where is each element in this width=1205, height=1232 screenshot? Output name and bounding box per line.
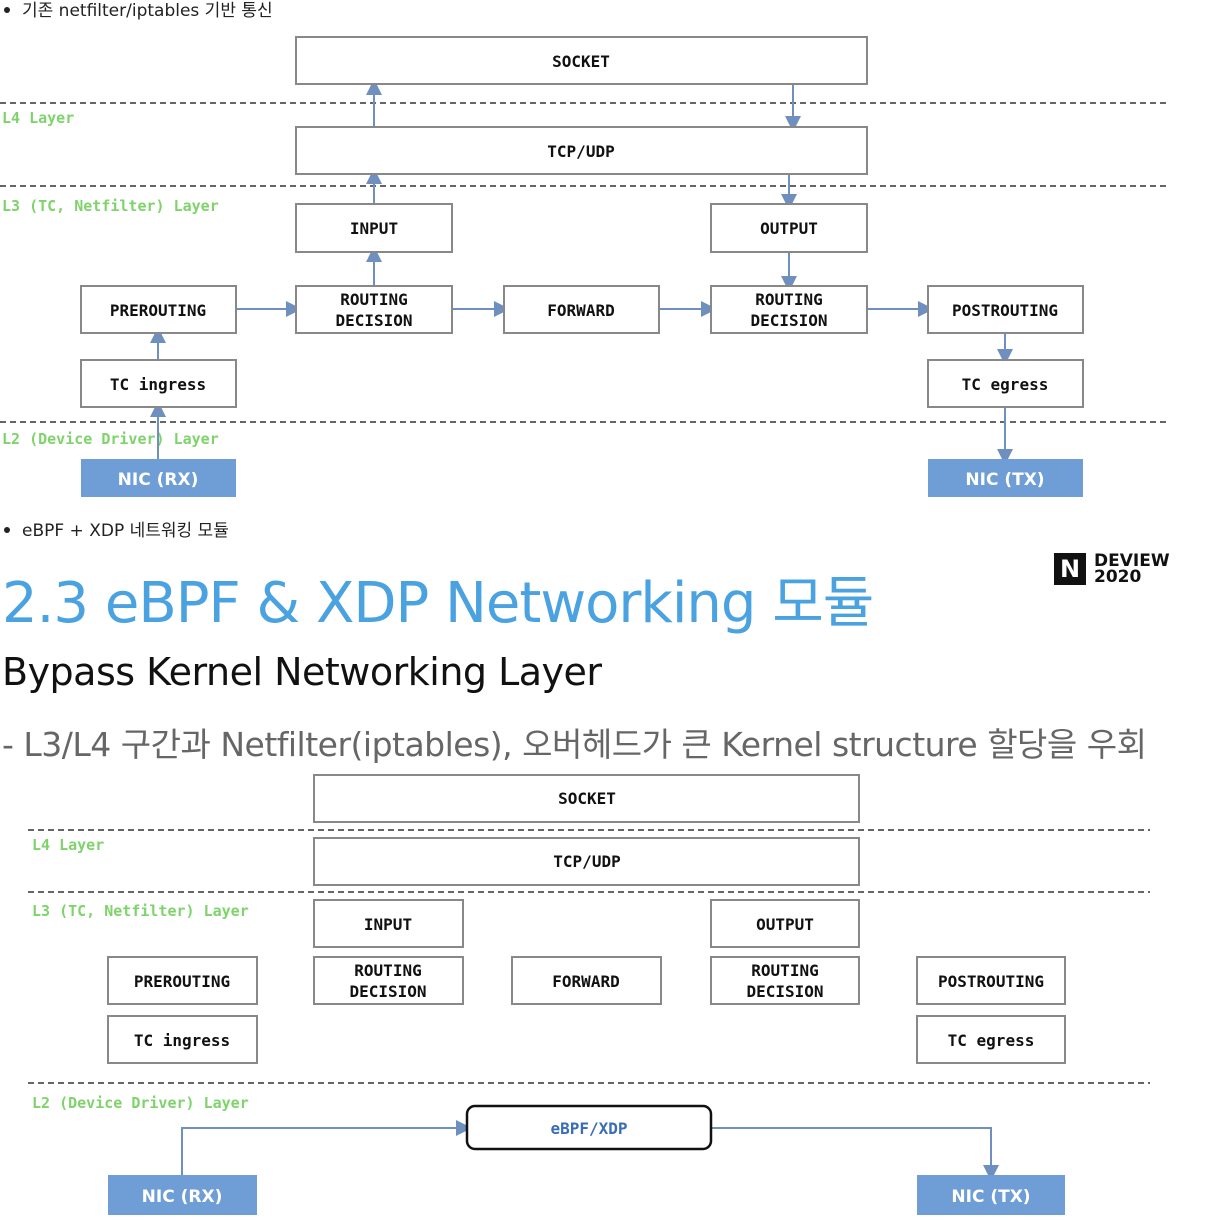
logo-line1: DEVIEW: [1094, 551, 1170, 571]
svg-text:PREROUTING: PREROUTING: [110, 301, 206, 320]
svg-text:TCP/UDP: TCP/UDP: [547, 142, 614, 161]
svg-text:OUTPUT: OUTPUT: [756, 915, 814, 934]
slide-title: 2.3 eBPF & XDP Networking 모듈: [2, 571, 874, 636]
svg-text:POSTROUTING: POSTROUTING: [952, 301, 1058, 320]
svg-text:NIC (RX): NIC (RX): [118, 470, 199, 490]
tc-ingress-box: TC ingress: [80, 359, 237, 408]
svg-text:ROUTING: ROUTING: [755, 290, 822, 309]
logo-line2: 2020: [1094, 567, 1142, 587]
l3-layer-label: L3 (TC, Netfilter) Layer: [32, 902, 249, 920]
svg-text:eBPF/XDP: eBPF/XDP: [550, 1119, 627, 1138]
svg-text:DECISION: DECISION: [349, 982, 426, 1001]
svg-text:DECISION: DECISION: [746, 982, 823, 1001]
output-box: OUTPUT: [710, 203, 868, 253]
forward-box: FORWARD: [503, 285, 660, 334]
svg-text:TC egress: TC egress: [962, 375, 1049, 394]
input-box: INPUT: [313, 899, 464, 948]
svg-text:DECISION: DECISION: [335, 311, 412, 330]
l4-layer-label: L4 Layer: [32, 836, 104, 854]
tc-ingress-box: TC ingress: [107, 1015, 258, 1064]
svg-text:TC ingress: TC ingress: [134, 1031, 230, 1050]
slide-subtitle: Bypass Kernel Networking Layer: [2, 650, 602, 694]
svg-text:PREROUTING: PREROUTING: [134, 972, 230, 991]
bullet-dot: [4, 6, 10, 13]
bullet-dot: [4, 526, 10, 533]
bullet-netfilter: 기존 netfilter/iptables 기반 통신: [0, 0, 273, 21]
tc-egress-box: TC egress: [927, 359, 1084, 408]
postrouting-box: POSTROUTING: [916, 956, 1066, 1005]
socket-box: SOCKET: [313, 774, 860, 823]
svg-text:FORWARD: FORWARD: [547, 301, 614, 320]
svg-text:FORWARD: FORWARD: [552, 972, 619, 991]
routing-decision-in-box: ROUTING DECISION: [295, 285, 453, 334]
bullet-ebpf: eBPF + XDP 네트워킹 모듈: [0, 516, 229, 541]
routing-decision-out-box: ROUTING DECISION: [710, 956, 860, 1005]
svg-text:TC ingress: TC ingress: [110, 375, 206, 394]
ebpf-xdp-box: eBPF/XDP: [465, 1104, 713, 1151]
svg-text:INPUT: INPUT: [364, 915, 412, 934]
input-box: INPUT: [295, 203, 453, 253]
l3-layer-label: L3 (TC, Netfilter) Layer: [2, 197, 219, 215]
svg-text:ROUTING: ROUTING: [340, 290, 407, 309]
svg-text:NIC (TX): NIC (TX): [965, 470, 1044, 490]
bypass-arrows: [181, 1120, 999, 1181]
routing-decision-out-box: ROUTING DECISION: [710, 285, 868, 334]
l4-layer-label: L4 Layer: [2, 109, 74, 127]
nic-rx-box: NIC (RX): [108, 1175, 257, 1215]
prerouting-box: PREROUTING: [107, 956, 258, 1005]
l2-layer-label: L2 (Device Driver) Layer: [2, 430, 219, 448]
prerouting-box: PREROUTING: [80, 285, 237, 334]
bullet-text: 기존 netfilter/iptables 기반 통신: [22, 1, 273, 21]
ebpf-xdp-diagram: L4 Layer L3 (TC, Netfilter) Layer L2 (De…: [28, 774, 1150, 1215]
svg-text:TCP/UDP: TCP/UDP: [553, 852, 620, 871]
nic-rx-box: NIC (RX): [81, 459, 236, 497]
svg-text:NIC (RX): NIC (RX): [142, 1187, 223, 1207]
svg-text:ROUTING: ROUTING: [751, 961, 818, 980]
slide-description: - L3/L4 구간과 Netfilter(iptables), 오버헤드가 큰…: [2, 725, 1147, 764]
bullet-text: eBPF + XDP 네트워킹 모듈: [22, 521, 229, 541]
svg-text:POSTROUTING: POSTROUTING: [938, 972, 1044, 991]
l2-layer-label: L2 (Device Driver) Layer: [32, 1094, 249, 1112]
svg-text:TC egress: TC egress: [948, 1031, 1035, 1050]
svg-text:SOCKET: SOCKET: [552, 52, 610, 71]
svg-text:ROUTING: ROUTING: [354, 961, 421, 980]
netfilter-diagram: L4 Layer L3 (TC, Netfilter) Layer L2 (De…: [0, 36, 1170, 497]
socket-box: SOCKET: [295, 36, 868, 85]
svg-text:INPUT: INPUT: [350, 219, 398, 238]
tc-egress-box: TC egress: [916, 1015, 1066, 1064]
svg-text:SOCKET: SOCKET: [558, 789, 616, 808]
nic-tx-box: NIC (TX): [917, 1175, 1065, 1215]
svg-text:DECISION: DECISION: [750, 311, 827, 330]
svg-text:OUTPUT: OUTPUT: [760, 219, 818, 238]
postrouting-box: POSTROUTING: [927, 285, 1084, 334]
output-box: OUTPUT: [710, 899, 860, 948]
deview-logo: N DEVIEW 2020: [1054, 552, 1170, 586]
logo-words: DEVIEW 2020: [1094, 551, 1170, 587]
forward-box: FORWARD: [511, 956, 662, 1005]
tcpudp-box: TCP/UDP: [295, 126, 868, 175]
nic-tx-box: NIC (TX): [928, 459, 1083, 497]
svg-text:NIC (TX): NIC (TX): [951, 1187, 1030, 1207]
tcpudp-box: TCP/UDP: [313, 837, 860, 886]
routing-decision-in-box: ROUTING DECISION: [313, 956, 464, 1005]
logo-letter: N: [1054, 553, 1086, 585]
